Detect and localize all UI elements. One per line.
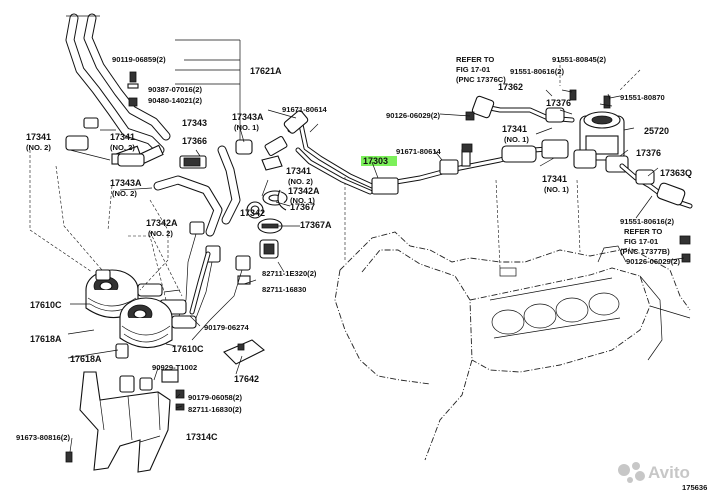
label-17343a-top-sub: (NO. 1) [234, 123, 259, 132]
pipe-17362 [471, 95, 575, 123]
label-17303: 17303 [363, 156, 388, 166]
leader-lines [67, 89, 685, 453]
labels: 90119-06859(2) 17621A 90387-07016(2) 904… [16, 55, 707, 492]
label-17341-low-sub: (NO. 1) [544, 185, 569, 194]
hose-17343 [153, 139, 283, 237]
label-17343: 17343 [182, 118, 207, 128]
label-90126-top: 90126-06029(2) [386, 111, 441, 120]
label-17342a-left-sub: (NO. 2) [148, 229, 173, 238]
label-17314c: 17314C [186, 432, 218, 442]
hose-17621a [65, 13, 171, 166]
label-17343a-mid-sub: (NO. 2) [112, 189, 137, 198]
label-17367-top: 17367 [290, 202, 315, 212]
label-17618a-bot: 17618A [70, 354, 102, 364]
label-ref1-c: (PNC 17376C) [456, 75, 506, 84]
label-ref2-c: (PNC 17377B) [620, 247, 670, 256]
label-17362: 17362 [498, 82, 523, 92]
bracket-17642 [223, 339, 265, 365]
label-91673: 91673-80816(2) [16, 433, 71, 442]
connectors-82711 [189, 221, 279, 285]
pipe-17363q [619, 163, 693, 209]
label-ref1-a: REFER TO [456, 55, 494, 64]
label-91551-80845: 91551-80845(2) [552, 55, 607, 64]
label-ref1-b: FIG 17-01 [456, 65, 491, 74]
label-17341-right: 17341 [502, 124, 527, 134]
air-pump-lower [115, 297, 197, 359]
label-82711-16830: 82711-16830 [262, 285, 306, 294]
bolt-90119 [127, 71, 139, 107]
label-91551-80616-bot: 91551-80616(2) [620, 217, 675, 226]
label-17342: 17342 [240, 208, 265, 218]
label-91551-80870: 91551-80870 [620, 93, 665, 102]
part-17303-highlight [361, 156, 397, 166]
avito-logo-icon [618, 462, 645, 483]
label-17343a-mid: 17343A [110, 178, 142, 188]
label-17341-mid-sub: (NO. 2) [288, 177, 313, 186]
label-91551-80616-top: 91551-80616(2) [510, 67, 565, 76]
label-17621a: 17621A [250, 66, 282, 76]
label-17610c-left: 17610C [30, 300, 62, 310]
label-90119: 90119-06859(2) [112, 55, 166, 64]
label-17376-bot: 17376 [636, 148, 661, 158]
bracket-17314c [65, 369, 185, 473]
label-17642: 17642 [234, 374, 259, 384]
dashed-leaders [29, 60, 641, 301]
label-17342a-sub: (NO. 1) [290, 196, 315, 205]
label-17363q: 17363Q [660, 168, 692, 178]
label-82711-16830b: 82711-16830(2) [188, 405, 242, 414]
label-17341-mid: 17341 [286, 166, 311, 176]
label-17341-low: 17341 [542, 174, 567, 184]
label-17341-left: 17341 [26, 132, 51, 142]
label-17341-b-sub: (NO. 2) [110, 143, 135, 152]
label-91671-top: 91671-80614 [282, 105, 328, 114]
label-17341-right-sub: (NO. 1) [504, 135, 529, 144]
label-90929: 90929-T1002 [152, 363, 197, 372]
label-17618a-top: 17618A [30, 334, 62, 344]
label-90179-06058: 90179-06058(2) [188, 393, 243, 402]
label-17343a-top: 17343A [232, 112, 264, 122]
label-17342a-left: 17342A [146, 218, 178, 228]
valve-25720 [569, 89, 629, 173]
label-82711-1e: 82711-1E320(2) [262, 269, 317, 278]
label-17342a-b: 17342A [288, 186, 320, 196]
label-90480: 90480-14021(2) [148, 96, 203, 105]
label-17366: 17366 [182, 136, 207, 146]
label-25720: 25720 [644, 126, 669, 136]
label-17376-top: 17376 [546, 98, 571, 108]
watermark-text: Avito [648, 463, 690, 482]
label-91671-mid: 91671-80614 [396, 147, 442, 156]
label-17610c-right: 17610C [172, 344, 204, 354]
label-17341-left-sub: (NO. 2) [26, 143, 51, 152]
label-90387: 90387-07016(2) [148, 85, 203, 94]
label-ref2-b: FIG 17-01 [624, 237, 659, 246]
clamp-17341-left [65, 117, 145, 167]
engine-block [334, 172, 691, 461]
label-90126-bot: 90126-06029(2) [626, 257, 681, 266]
label-ref2-a: REFER TO [624, 227, 662, 236]
pipe-17303 [264, 110, 569, 195]
label-17367a: 17367A [300, 220, 332, 230]
watermark: Avito [618, 462, 690, 483]
figure-id: 175636 [682, 483, 707, 492]
label-90179-06274: 90179-06274 [204, 323, 250, 332]
label-17341-b: 17341 [110, 132, 135, 142]
